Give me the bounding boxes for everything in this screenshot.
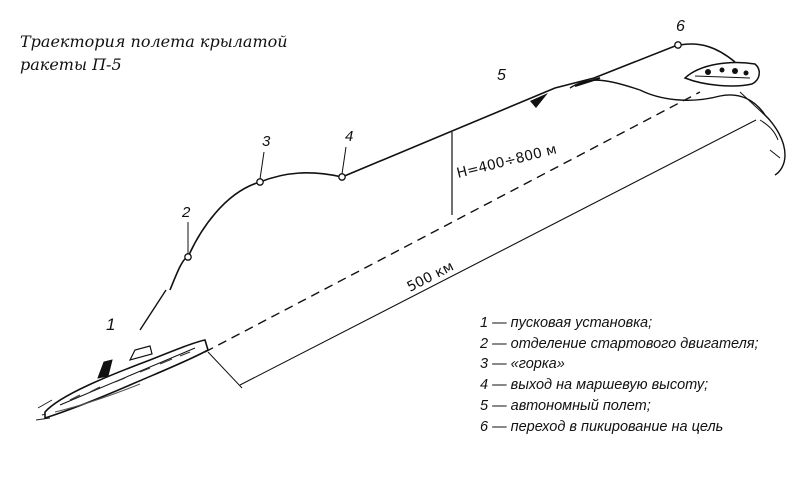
leader-4 (341, 146, 347, 175)
target-shore (569, 76, 786, 176)
legend-text: — автономный полет; (492, 397, 651, 414)
legend-text: — «горка» (492, 356, 565, 373)
submarine-launcher (44, 339, 209, 420)
launch-line (139, 289, 167, 331)
legend-item-3: 3 — «горка» (480, 354, 759, 375)
point-marker-3 (256, 178, 264, 186)
label-6: 6 (676, 18, 685, 35)
range-label: 500 км (405, 259, 457, 296)
range-ext-left (207, 351, 243, 389)
legend-item-5: 5 — автономный полет; (480, 396, 759, 417)
label-1: 1 (106, 315, 115, 334)
legend: 1 — пусковая установка; 2 — отделение ст… (480, 313, 759, 437)
point-marker-6 (674, 41, 682, 49)
label-3: 3 (262, 133, 271, 150)
label-2: 2 (181, 204, 191, 221)
point-marker-2 (184, 253, 192, 261)
legend-num: 6 (480, 418, 489, 435)
leader-3 (259, 151, 265, 180)
legend-text: — переход в пикирование на цель (492, 418, 724, 435)
legend-num: 3 (480, 356, 489, 373)
altitude-label: Н=400÷800 м (455, 142, 558, 182)
legend-item-6: 6 — переход в пикирование на цель (480, 417, 759, 438)
legend-num: 4 (480, 377, 489, 394)
caption-line-2: ракеты П-5 (20, 55, 122, 74)
point-marker-4 (338, 173, 346, 181)
range-dashed-line (204, 91, 701, 353)
legend-text: — отделение стартового двигателя; (492, 335, 759, 352)
legend-text: — выход на маршевую высоту; (492, 377, 709, 394)
legend-item-2: 2 — отделение стартового двигателя; (480, 334, 759, 355)
legend-item-1: 1 — пусковая установка; (480, 313, 759, 334)
legend-num: 2 (480, 335, 489, 352)
legend-text: — пусковая установка; (492, 315, 653, 331)
direction-arrow (530, 93, 548, 108)
caption-line-1: Траектория полета крылатой (20, 32, 288, 51)
label-4: 4 (345, 128, 353, 145)
target-ship (683, 61, 760, 87)
legend-item-4: 4 — выход на маршевую высоту; (480, 375, 759, 396)
legend-num: 1 (480, 315, 489, 331)
diagram-caption: Траектория полета крылатой ракеты П-5 (20, 30, 288, 76)
range-dimension-line (239, 119, 757, 386)
label-5: 5 (497, 67, 506, 84)
legend-num: 5 (480, 397, 489, 414)
